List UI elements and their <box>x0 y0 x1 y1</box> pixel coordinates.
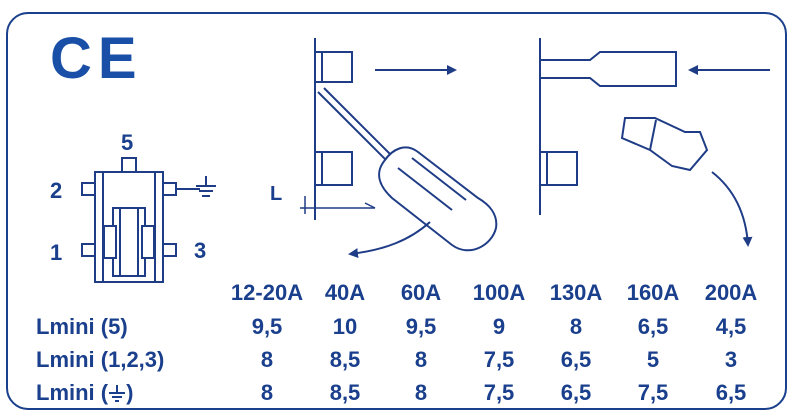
table-cell: 9,5 <box>251 314 283 339</box>
table-cell: 6,5 <box>715 380 747 405</box>
table-cell: 6,5 <box>560 380 592 405</box>
column-header: 130A <box>549 279 603 305</box>
table-cell: 8,5 <box>329 347 361 372</box>
column-header: 200A <box>704 279 758 305</box>
row-label: Lmini (1,2,3) <box>36 347 165 372</box>
terminal-5-label: 5 <box>121 130 134 155</box>
terminal-1-label: 1 <box>50 240 63 265</box>
terminal-block-schematic <box>81 157 200 283</box>
release-diagram <box>300 38 457 220</box>
table-cell: 8 <box>260 347 274 372</box>
table-cell: 6,5 <box>637 314 669 339</box>
insertion-diagram <box>539 38 770 215</box>
column-header: 12-20A <box>230 279 304 305</box>
table-cell: 7,5 <box>483 347 515 372</box>
table-cell: 10 <box>332 314 358 339</box>
table-cell: 7,5 <box>637 380 669 405</box>
row-label-suffix: ) <box>126 380 134 405</box>
column-header: 60A <box>400 279 442 305</box>
header-corner <box>36 274 226 310</box>
table-cell: 8 <box>414 347 428 372</box>
screwdriver-icon <box>317 87 498 252</box>
column-header: 100A <box>472 279 526 305</box>
table-row: Lmini () 8 8,5 8 7,5 6,5 7,5 6,5 <box>36 376 770 409</box>
table-cell: 6,5 <box>560 347 592 372</box>
table-cell: 9,5 <box>405 314 437 339</box>
insert-arrow <box>711 171 753 247</box>
table-cell: 8 <box>569 314 583 339</box>
ce-mark: CE <box>50 26 143 91</box>
table-cell: 8 <box>260 380 274 405</box>
table-cell: 7,5 <box>483 380 515 405</box>
terminal-3-label: 3 <box>194 238 207 263</box>
row-label: Lmini () <box>36 376 226 409</box>
table-cell: 9 <box>492 314 506 339</box>
terminal-2-label: 2 <box>50 178 63 203</box>
table-cell: 5 <box>646 347 660 372</box>
release-arrow <box>348 221 431 259</box>
min-length-table: 12-20A 40A 60A 100A 130A 160A 200A Lmini… <box>36 274 770 409</box>
row-label-prefix: Lmini ( <box>36 380 109 405</box>
row-label: Lmini (5) <box>36 314 128 339</box>
column-header: 40A <box>324 279 366 305</box>
table-header-row: 12-20A 40A 60A 100A 130A 160A 200A <box>36 274 770 310</box>
length-label: L <box>270 183 283 205</box>
ground-icon <box>109 385 126 403</box>
table-cell: 4,5 <box>715 314 747 339</box>
table-cell: 8,5 <box>329 380 361 405</box>
table-cell: 3 <box>724 347 738 372</box>
table-row: Lmini (1,2,3) 8 8,5 8 7,5 6,5 5 3 <box>36 343 770 376</box>
ground-icon <box>196 176 216 197</box>
table-row: Lmini (5) 9,5 10 9,5 9 8 6,5 4,5 <box>36 310 770 343</box>
table-cell: 8 <box>414 380 428 405</box>
ferrule-icon <box>620 117 709 172</box>
column-header: 160A <box>626 279 680 305</box>
